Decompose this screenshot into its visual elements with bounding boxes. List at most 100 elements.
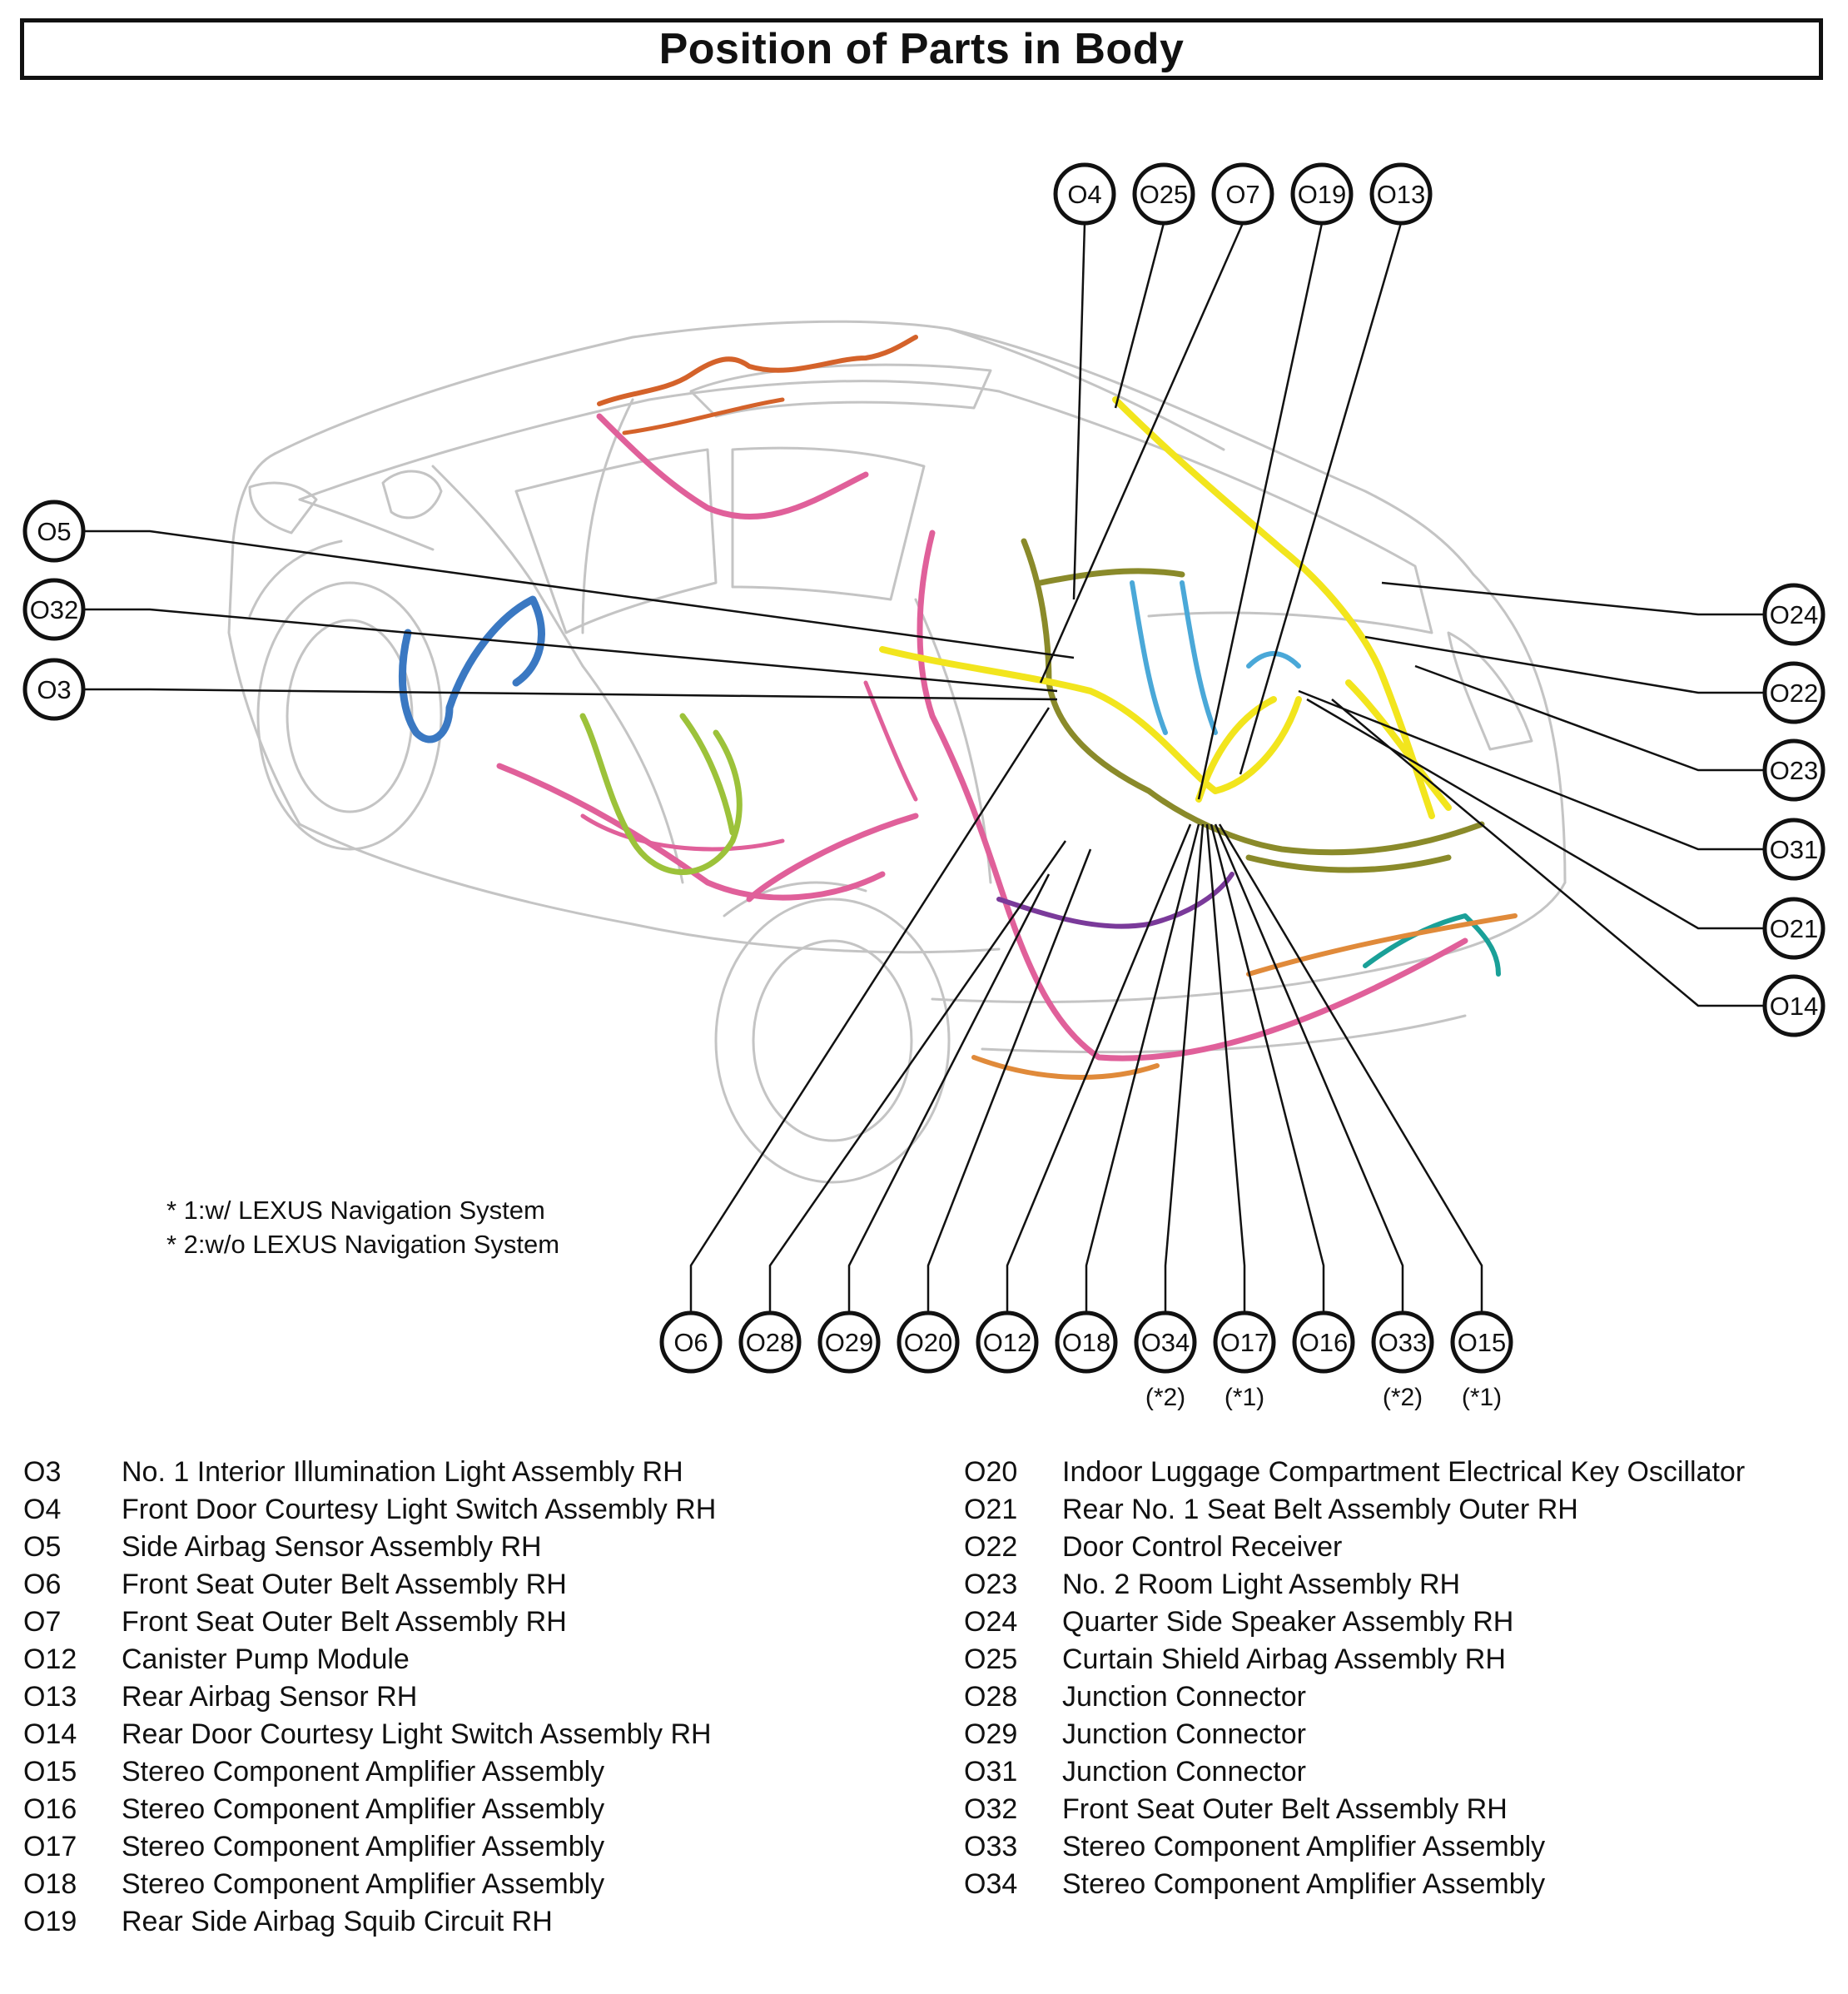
callout-circle-o28 <box>738 1310 802 1374</box>
callout-note-o34: (*2) <box>1145 1384 1185 1411</box>
callout-circle-o20 <box>897 1310 960 1374</box>
callout-circle-o33 <box>1371 1310 1434 1374</box>
legend-code: O19 <box>23 1906 77 1937</box>
leader-line-o25 <box>1114 222 1165 409</box>
leader-line-o29 <box>847 873 1051 1313</box>
legend-part-name: Door Control Receiver <box>1062 1531 1343 1563</box>
roof-harness-orange <box>597 335 918 406</box>
legend-row: O25 Curtain Shield Airbag Assembly RH <box>964 1641 1745 1678</box>
callout-circle-o18 <box>1055 1310 1118 1374</box>
callout-circle-o32 <box>22 578 86 641</box>
legend-code: O3 <box>23 1456 62 1488</box>
leader-line-o4 <box>1072 222 1086 600</box>
callout-label-o22: O22 <box>1770 679 1819 708</box>
legend-code: O18 <box>23 1868 77 1900</box>
leader-line-o12 <box>1006 823 1192 1313</box>
callout-circle-o34 <box>1134 1310 1197 1374</box>
page-title: Position of Parts in Body <box>658 25 1185 73</box>
leader-line-o23 <box>1414 664 1765 772</box>
legend-row: O34 Stereo Component Amplifier Assembly <box>964 1866 1745 1903</box>
callout-circle-o23 <box>1762 738 1826 802</box>
leader-line-o34 <box>1164 823 1205 1313</box>
legend-part-name: Front Seat Outer Belt Assembly RH <box>122 1569 567 1600</box>
legend-part-name: Indoor Luggage Compartment Electrical Ke… <box>1062 1456 1746 1488</box>
leader-line-o6 <box>689 707 1051 1313</box>
legend-part-name: Junction Connector <box>1062 1718 1306 1750</box>
callout-label-o5: O5 <box>37 517 71 546</box>
callout-circle-o24 <box>1762 583 1826 646</box>
footnotes: * 1:w/ LEXUS Navigation System * 2:w/o L… <box>166 1193 559 1261</box>
legend-part-name: Junction Connector <box>1062 1756 1306 1788</box>
legend-code: O25 <box>964 1643 1018 1675</box>
legend-row: O23 No. 2 Room Light Assembly RH <box>964 1566 1745 1604</box>
legend-code: O17 <box>23 1831 77 1862</box>
callout-label-o24: O24 <box>1770 600 1819 629</box>
legend-part-name: Canister Pump Module <box>122 1643 410 1675</box>
callout-circle-o3 <box>22 658 86 721</box>
legend-part-name: Stereo Component Amplifier Assembly <box>1062 1868 1546 1900</box>
callout-label-o20: O20 <box>904 1328 953 1357</box>
callout-circle-o15 <box>1450 1310 1513 1374</box>
legend-part-name: Front Seat Outer Belt Assembly RH <box>1062 1793 1508 1825</box>
legend-part-name: Front Door Courtesy Light Switch Assembl… <box>122 1494 717 1525</box>
legend-row: O18 Stereo Component Amplifier Assembly <box>23 1866 716 1903</box>
leader-line-o28 <box>768 840 1067 1313</box>
callout-circle-o6 <box>659 1310 723 1374</box>
leader-line-o15 <box>1218 823 1483 1313</box>
leader-line-o3 <box>83 688 1058 701</box>
callout-label-o34: O34 <box>1141 1328 1190 1357</box>
callout-label-o7: O7 <box>1225 180 1259 209</box>
door-harness-blue <box>398 595 545 743</box>
leader-line-o18 <box>1085 823 1200 1313</box>
leader-line-o22 <box>1364 635 1765 694</box>
footnote-1: * 1:w/ LEXUS Navigation System <box>166 1196 545 1225</box>
legend-code: O23 <box>964 1569 1018 1600</box>
legend-code: O22 <box>964 1531 1018 1563</box>
callout-note-o17: (*1) <box>1225 1384 1264 1411</box>
legend-row: O20 Indoor Luggage Compartment Electrical… <box>964 1454 1745 1491</box>
floor-harness-pink <box>496 413 1468 1062</box>
legend-code: O34 <box>964 1868 1018 1900</box>
title-box: Position of Parts in Body <box>20 18 1823 80</box>
legend-part-name: Side Airbag Sensor Assembly RH <box>122 1531 542 1563</box>
callout-circle-o4 <box>1053 162 1116 226</box>
legend-code: O5 <box>23 1531 62 1563</box>
legend-code: O15 <box>23 1756 77 1788</box>
legend-part-name: Curtain Shield Airbag Assembly RH <box>1062 1643 1506 1675</box>
callout-label-o13: O13 <box>1377 180 1426 209</box>
legend-code: O33 <box>964 1831 1018 1862</box>
floor-harness-olive <box>1021 538 1485 873</box>
legend-part-name: Stereo Component Amplifier Assembly <box>122 1756 605 1788</box>
car-body-outline <box>227 320 1567 1184</box>
leader-line-o24 <box>1381 581 1765 616</box>
leader-line-o14 <box>1331 699 1765 1007</box>
leader-line-o19 <box>1197 222 1324 800</box>
callout-label-o21: O21 <box>1770 914 1819 943</box>
legend-part-name: No. 2 Room Light Assembly RH <box>1062 1569 1461 1600</box>
legend-code: O24 <box>964 1606 1018 1638</box>
legend-row: O6 Front Seat Outer Belt Assembly RH <box>23 1566 716 1604</box>
callout-label-o28: O28 <box>746 1328 795 1357</box>
leader-line-o33 <box>1214 823 1404 1313</box>
legend-part-name: Stereo Component Amplifier Assembly <box>122 1868 605 1900</box>
callout-circle-o14 <box>1762 974 1826 1037</box>
legend-code: O14 <box>23 1718 77 1750</box>
legend-code: O6 <box>23 1569 62 1600</box>
door-harness-green <box>579 713 743 875</box>
parts-legend-right: O20 Indoor Luggage Compartment Electrical… <box>964 1454 1745 1903</box>
callout-note-o15: (*1) <box>1462 1384 1502 1411</box>
callout-circle-o21 <box>1762 897 1826 960</box>
legend-code: O20 <box>964 1456 1018 1488</box>
